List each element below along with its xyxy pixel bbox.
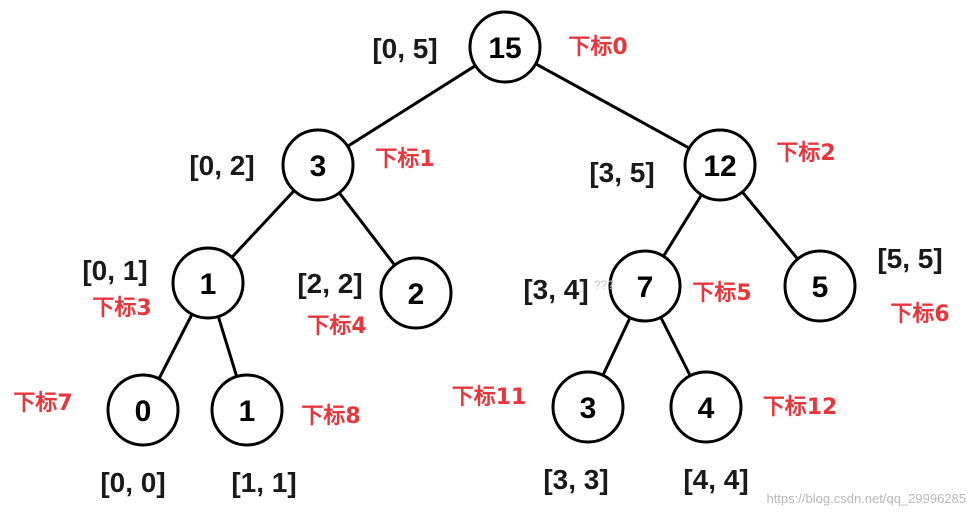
- index-label: 下标11: [452, 384, 527, 410]
- range-label: [3, 3]: [543, 464, 608, 495]
- node-circle: [468, 10, 542, 84]
- range-label: [0, 1]: [82, 255, 147, 286]
- index-label: 下标2: [776, 140, 835, 166]
- node-circle: [171, 246, 245, 320]
- tree-edges: [157, 62, 799, 380]
- range-label: [3, 4]: [523, 274, 588, 305]
- range-label: [3, 5]: [589, 157, 654, 188]
- tree-node-n3: 1: [171, 246, 245, 320]
- tree-node-n12: 4: [669, 370, 743, 444]
- range-label: [4, 4]: [683, 464, 748, 495]
- edge-n1-n3: [230, 189, 296, 259]
- edge-n2-n6: [741, 191, 799, 260]
- watermark: https://blog.csdn.net/qq_29996285: [767, 491, 967, 506]
- node-circle: [379, 256, 453, 330]
- range-label: [0, 0]: [100, 467, 165, 498]
- node-circle: [669, 370, 743, 444]
- node-value: 0: [135, 395, 152, 428]
- index-label: 下标12: [763, 394, 838, 420]
- node-value: 1: [200, 268, 217, 301]
- tree-node-n8: 1: [210, 373, 284, 447]
- range-label: [5, 5]: [877, 243, 942, 274]
- range-label: [2, 2]: [297, 268, 362, 299]
- index-label: 下标8: [301, 403, 360, 429]
- index-label: 下标6: [890, 301, 949, 327]
- edge-n0-n2: [534, 62, 691, 150]
- tree-node-n0: 15: [468, 10, 542, 84]
- edge-n5-n11: [601, 317, 632, 376]
- node-value: 12: [703, 150, 736, 183]
- node-circle: [210, 373, 284, 447]
- tree-node-n5: 7: [608, 249, 682, 323]
- range-label: [0, 5]: [372, 33, 437, 64]
- index-label: 下标0: [568, 34, 627, 60]
- node-value: 2: [408, 278, 425, 311]
- node-circle: [281, 128, 355, 202]
- node-circle: [608, 249, 682, 323]
- tree-labels: [0, 5] 下标0 [0, 2] 下标1 [3, 5] 下标2 [0, 1] 下标3 [2, …: [13, 33, 949, 498]
- node-circle: [551, 370, 625, 444]
- node-value: 5: [812, 271, 829, 304]
- node-circle: [106, 373, 180, 447]
- tree-node-n11: 3: [551, 370, 625, 444]
- range-label: [0, 2]: [189, 150, 254, 181]
- node-value: 7: [637, 271, 654, 304]
- tree-node-n4: 2: [379, 256, 453, 330]
- tree-node-n6: 5: [783, 249, 857, 323]
- ghost-text: ???: [594, 278, 614, 292]
- tree-node-n2: 12: [683, 128, 757, 202]
- edge-n3-n8: [216, 316, 239, 377]
- node-value: 15: [488, 32, 521, 65]
- index-label: 下标3: [92, 295, 151, 321]
- node-circle: [683, 128, 757, 202]
- tree-node-n7: 0: [106, 373, 180, 447]
- node-value: 3: [580, 392, 597, 425]
- node-value: 4: [698, 392, 715, 425]
- node-value: 1: [239, 395, 256, 428]
- index-label: 下标4: [307, 313, 366, 339]
- edge-n1-n4: [338, 191, 396, 267]
- index-label: 下标1: [375, 146, 434, 172]
- range-label: [1, 1]: [231, 467, 296, 498]
- index-label: 下标7: [13, 390, 72, 416]
- edge-n0-n1: [346, 64, 477, 148]
- edge-n2-n5: [662, 193, 703, 258]
- tree-node-n1: 3: [281, 128, 355, 202]
- edge-n3-n7: [157, 313, 194, 380]
- node-circle: [783, 249, 857, 323]
- edge-n5-n12: [659, 316, 692, 377]
- index-label: 下标5: [692, 280, 751, 306]
- node-value: 3: [310, 150, 327, 183]
